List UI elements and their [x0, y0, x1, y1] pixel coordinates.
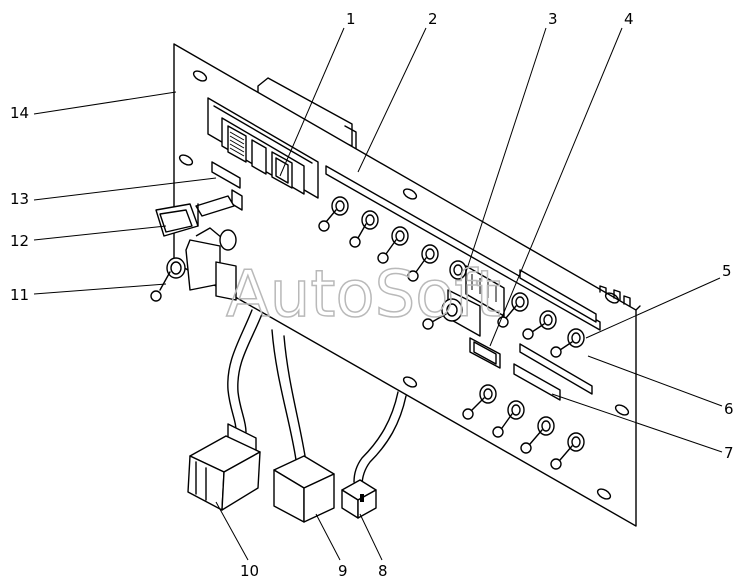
callout-14: 14	[10, 104, 29, 122]
callout-9: 9	[338, 562, 348, 580]
large-toggle-switch-3	[422, 265, 505, 337]
rear-terminals	[599, 285, 631, 307]
toggle-switch-u2	[349, 210, 379, 248]
connector-9	[273, 455, 335, 523]
push-button-4	[469, 337, 501, 369]
label-plate-13	[211, 161, 243, 211]
wire-harness-right	[353, 391, 407, 487]
callout-5: 5	[722, 262, 732, 280]
callout-3: 3	[548, 10, 558, 28]
toggle-switch-l2	[492, 400, 525, 438]
connector-10	[187, 423, 261, 511]
label-plate-7	[513, 363, 561, 401]
label-plate-6	[519, 343, 593, 395]
callout-4: 4	[624, 10, 634, 28]
callout-7: 7	[724, 444, 734, 462]
push-button-12	[155, 195, 235, 237]
toggle-switch-l3	[520, 416, 555, 454]
callout-11: 11	[10, 286, 29, 304]
callout-13: 13	[10, 190, 29, 208]
callout-2: 2	[428, 10, 438, 28]
wire-harness-left	[227, 309, 263, 433]
toggle-switch-u8	[550, 328, 585, 358]
toggle-switch-u1	[318, 196, 349, 232]
toggle-switch-l1	[462, 384, 497, 420]
connector-8	[341, 479, 377, 519]
callout-1: 1	[346, 10, 356, 28]
callout-12: 12	[10, 232, 29, 250]
callout-8: 8	[378, 562, 388, 580]
watermark-text: AutoSoft	[226, 258, 501, 332]
toggle-switch-u7	[522, 310, 557, 340]
wire-harness-middle	[271, 329, 307, 463]
toggle-switch-lower-row	[462, 384, 585, 470]
toggle-switch-u4	[407, 244, 439, 282]
label-strip-right	[519, 269, 597, 323]
toggle-switch-l4	[550, 432, 585, 470]
label-strip-2	[325, 165, 601, 331]
toggle-switch-u3	[377, 226, 409, 264]
callout-labels: 1 2 3 4 5 6 7 8 9 10 11 12 13 14	[10, 10, 734, 580]
callout-6: 6	[724, 400, 734, 418]
callout-10: 10	[240, 562, 259, 580]
leader-lines	[33, 27, 723, 561]
indicator-display	[207, 97, 319, 199]
toggle-switch-11	[150, 227, 237, 302]
